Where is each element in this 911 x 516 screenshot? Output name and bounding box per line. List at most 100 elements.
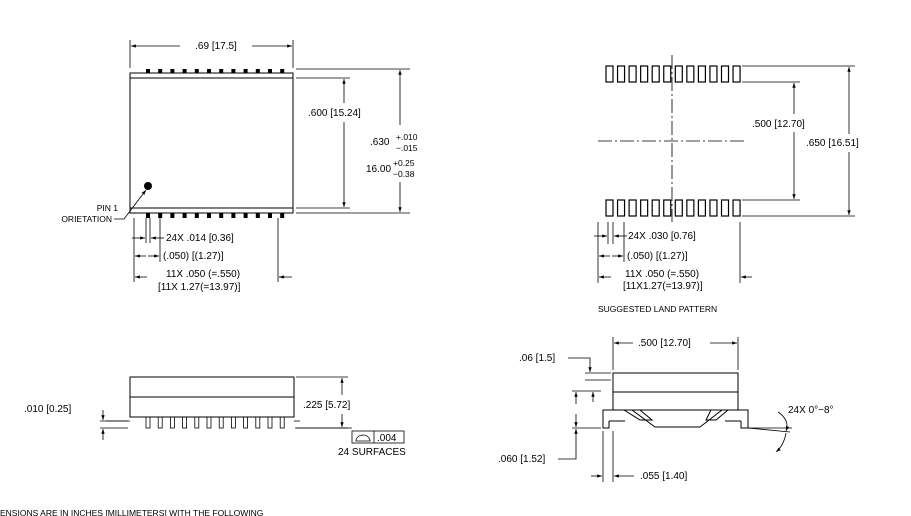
land-pad	[651, 199, 660, 217]
pin-stub	[194, 69, 199, 73]
side-lead	[145, 416, 151, 429]
pin-stub	[243, 69, 248, 73]
land-pad	[732, 65, 741, 83]
land-pad	[709, 65, 718, 83]
side-lead	[194, 416, 200, 429]
land-pattern-caption: SUGGESTED LAND PATTERN	[598, 304, 717, 314]
land-pads-bottom-row	[605, 199, 741, 217]
top-lead-width-dim: 24X .014 [0.36]	[166, 233, 234, 244]
flatness-symbol	[355, 434, 371, 442]
side-lead	[230, 416, 236, 429]
land-pad	[674, 65, 683, 83]
pin-stub	[182, 213, 187, 218]
land-pad	[697, 65, 707, 83]
pin-stub	[243, 213, 248, 218]
side-lead	[267, 416, 273, 429]
overall-length-mm-tol-plus: +0.25	[393, 158, 415, 168]
land-pad	[732, 199, 741, 217]
land-pads-top-row	[605, 65, 741, 83]
pin-stub	[170, 69, 175, 73]
top-view: .69 [17.5] .600 [15.24] .630 +.010 −.015…	[61, 40, 418, 293]
pin-stub	[146, 213, 150, 218]
land-pad	[616, 65, 626, 83]
land-outer-span-dim: .650 [16.51]	[806, 138, 859, 149]
side-lead	[169, 416, 175, 429]
top-pitch-dim: (.050) [(1.27)]	[163, 251, 224, 262]
land-pad	[605, 199, 614, 217]
coplanarity-value: .004	[377, 433, 397, 444]
pin1-marker	[144, 182, 152, 190]
end-angle-dim: 24X 0°−8°	[788, 405, 834, 416]
end-lead-right	[740, 421, 749, 429]
land-pad	[709, 199, 718, 217]
land-pad	[697, 199, 707, 217]
side-lead	[255, 416, 261, 429]
side-lead	[243, 416, 249, 429]
land-pattern-view: .500 [12.70] .650 [16.51] 24X .030 [0.76…	[594, 55, 859, 314]
end-view: .500 [12.70] .06 [1.5] .060 [1.52] .055 …	[498, 337, 834, 482]
land-row-spacing-dim: .500 [12.70]	[752, 119, 805, 130]
package-body-outline	[129, 72, 294, 214]
end-shoulder-dim: .06 [1.5]	[519, 353, 555, 364]
pin-stub	[207, 213, 211, 218]
overall-length-mm: 16.00	[366, 164, 391, 175]
land-pad	[605, 65, 614, 83]
pin-stub	[268, 213, 272, 218]
pin-stub	[146, 69, 150, 73]
land-pad	[651, 65, 660, 83]
land-pad	[628, 65, 637, 83]
side-height-dim: .225 [5.72]	[303, 400, 350, 411]
top-view-pin-stubs-bottom	[146, 213, 285, 218]
side-standoff-dim: .010 [0.25]	[24, 404, 71, 415]
side-view: .225 [5.72] .010 [0.25] .004 24 SURFACES	[24, 376, 406, 458]
pin-stub	[231, 213, 236, 218]
top-width-dim: .69 [17.5]	[195, 41, 237, 52]
end-lead-left	[602, 421, 610, 429]
pin-stub	[280, 69, 285, 73]
coplanarity-surfaces: 24 SURFACES	[338, 447, 406, 458]
land-pad	[720, 65, 730, 83]
pin-stub	[255, 69, 260, 73]
land-pad	[663, 199, 672, 217]
top-view-pin-stubs-top	[146, 69, 285, 73]
land-span-dim-line2: [11X1.27(=13.97)]	[623, 281, 703, 292]
pin-stub	[268, 69, 272, 73]
pin-stub	[158, 213, 163, 218]
side-lead	[279, 416, 285, 429]
land-pad	[663, 65, 672, 83]
pin-stub	[194, 213, 199, 218]
side-lead	[182, 416, 188, 429]
land-pitch-dim: (.050) [(1.27)]	[627, 251, 688, 262]
pin-stub	[255, 213, 260, 218]
dimension-note: ENSIONS ARE IN INCHES [MILLIMETERS] WITH…	[0, 508, 263, 516]
side-lead	[218, 416, 224, 429]
land-pad	[674, 199, 683, 217]
land-pad	[720, 199, 730, 217]
end-body-width-dim: .500 [12.70]	[638, 338, 691, 349]
land-pad	[640, 65, 649, 83]
side-view-leads	[106, 416, 300, 429]
pin-stub	[219, 213, 224, 218]
pin-stub	[231, 69, 236, 73]
pin-stub	[280, 213, 285, 218]
side-lead	[206, 416, 212, 429]
land-pad	[640, 199, 649, 217]
pin-stub	[219, 69, 224, 73]
land-span-dim-line1: 11X .050 (=.550)	[625, 269, 699, 280]
top-span-dim-line1: 11X .050 (=.550)	[166, 269, 240, 280]
pin-stub	[170, 213, 175, 218]
overall-length-mm-tol-minus: −0.38	[393, 169, 415, 179]
side-lead	[157, 416, 163, 429]
land-pad-width-dim: 24X .030 [0.76]	[628, 231, 696, 242]
land-pad	[616, 199, 626, 217]
top-span-dim-line2: [11X 1.27(=13.97)]	[158, 282, 241, 293]
end-body-profile	[602, 372, 749, 421]
end-foot-dim: .055 [1.40]	[640, 471, 687, 482]
overall-length-in-tol-minus: −.015	[396, 143, 418, 153]
pin1-label-line1: PIN 1	[97, 203, 119, 213]
land-pad	[628, 199, 637, 217]
top-body-length-dim: .600 [15.24]	[308, 108, 361, 119]
overall-length-in: .630	[370, 137, 390, 148]
pin1-label-line2: ORIETATION	[61, 214, 112, 224]
